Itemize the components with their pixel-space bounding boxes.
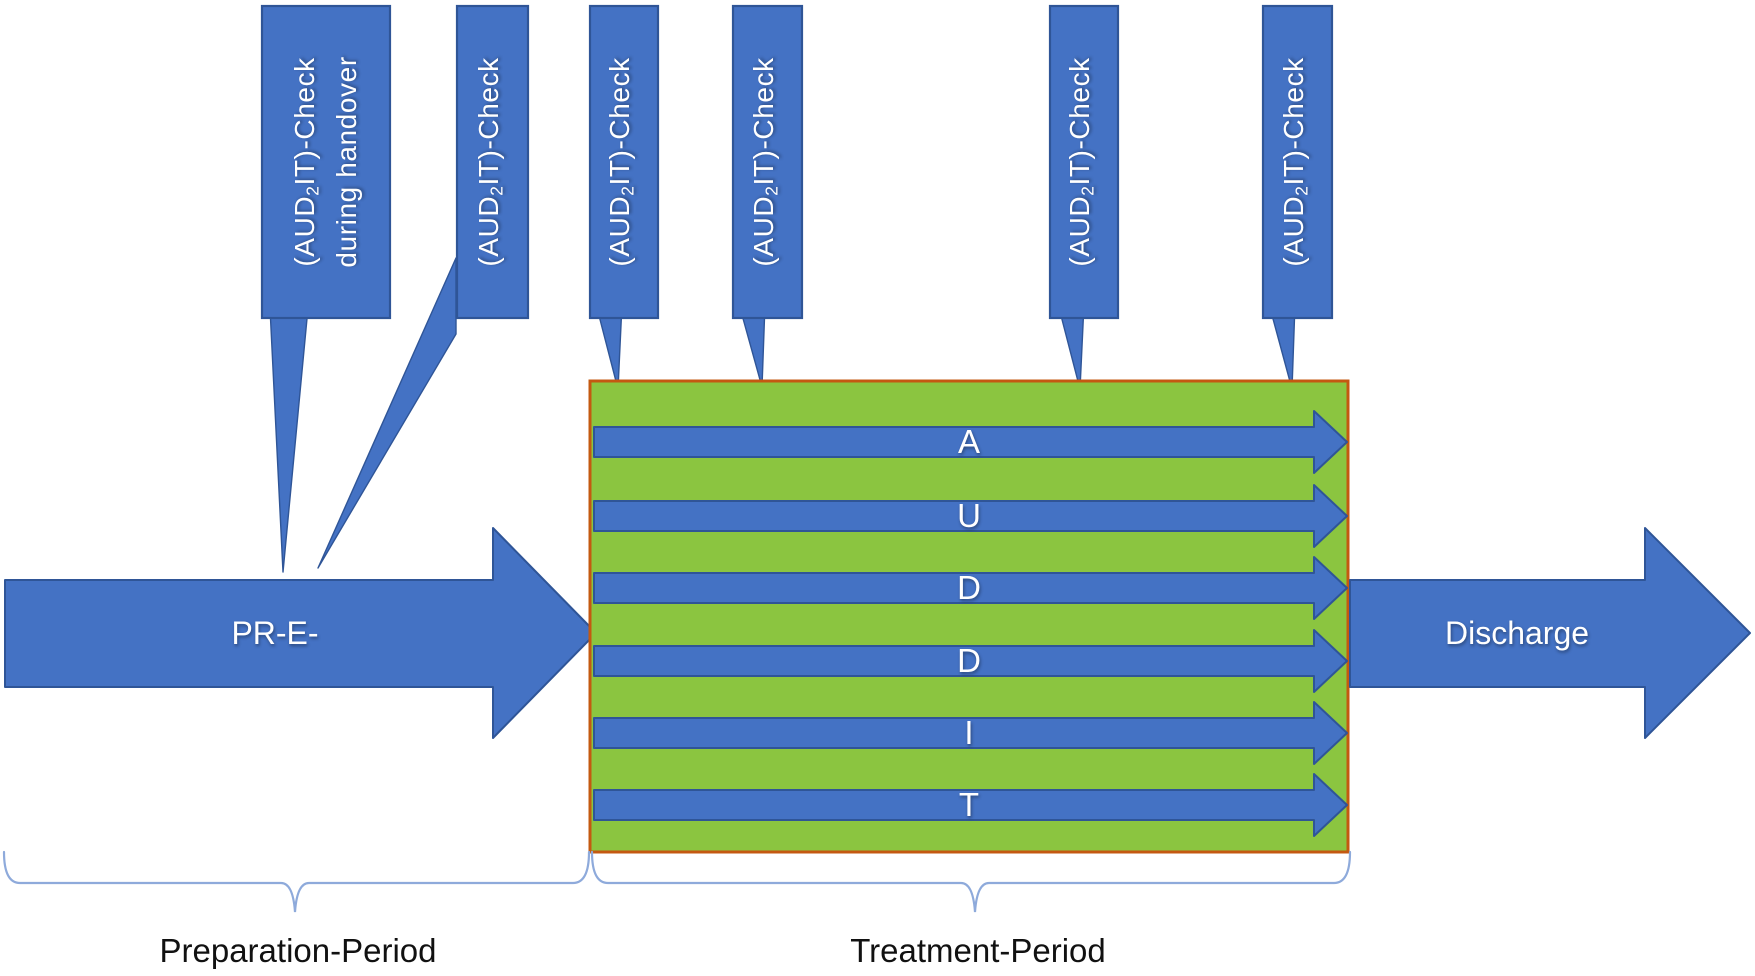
preparation-brace — [2, 850, 591, 913]
treatment-arrow-label-u: U — [957, 497, 981, 534]
callout-box-4 — [731, 4, 804, 320]
callout-box-3 — [588, 4, 660, 320]
treatment-period-label: Treatment-Period — [850, 932, 1106, 969]
treatment-arrow-d1 — [593, 556, 1348, 620]
treatment-arrow-a — [593, 410, 1348, 474]
callout-box-5 — [1048, 4, 1120, 320]
preparation-period-label: Preparation-Period — [159, 932, 437, 969]
treatment-arrow-u — [593, 484, 1348, 548]
treatment-arrow-d2 — [593, 629, 1348, 693]
discharge-arrow-label: Discharge — [1444, 615, 1590, 651]
discharge-arrow — [1349, 527, 1751, 739]
callout-box-2 — [455, 4, 530, 320]
callout-box-1 — [260, 4, 392, 320]
treatment-arrow-label-t: T — [958, 786, 980, 823]
treatment-box — [588, 379, 1350, 854]
treatment-arrow-label-i: I — [964, 714, 974, 751]
treatment-arrow-label-a: A — [957, 423, 980, 460]
treatment-arrow-t — [593, 773, 1348, 837]
treatment-arrow-label-d1: D — [957, 569, 981, 606]
callout-pointer-1 — [269, 307, 309, 573]
treatment-arrow-i — [593, 701, 1348, 765]
preparation-arrow — [4, 527, 597, 739]
callout-box-6 — [1261, 4, 1334, 320]
preparation-arrow-label: PR-E- — [231, 615, 319, 651]
treatment-brace — [590, 850, 1352, 913]
treatment-arrow-label-d2: D — [957, 642, 981, 679]
